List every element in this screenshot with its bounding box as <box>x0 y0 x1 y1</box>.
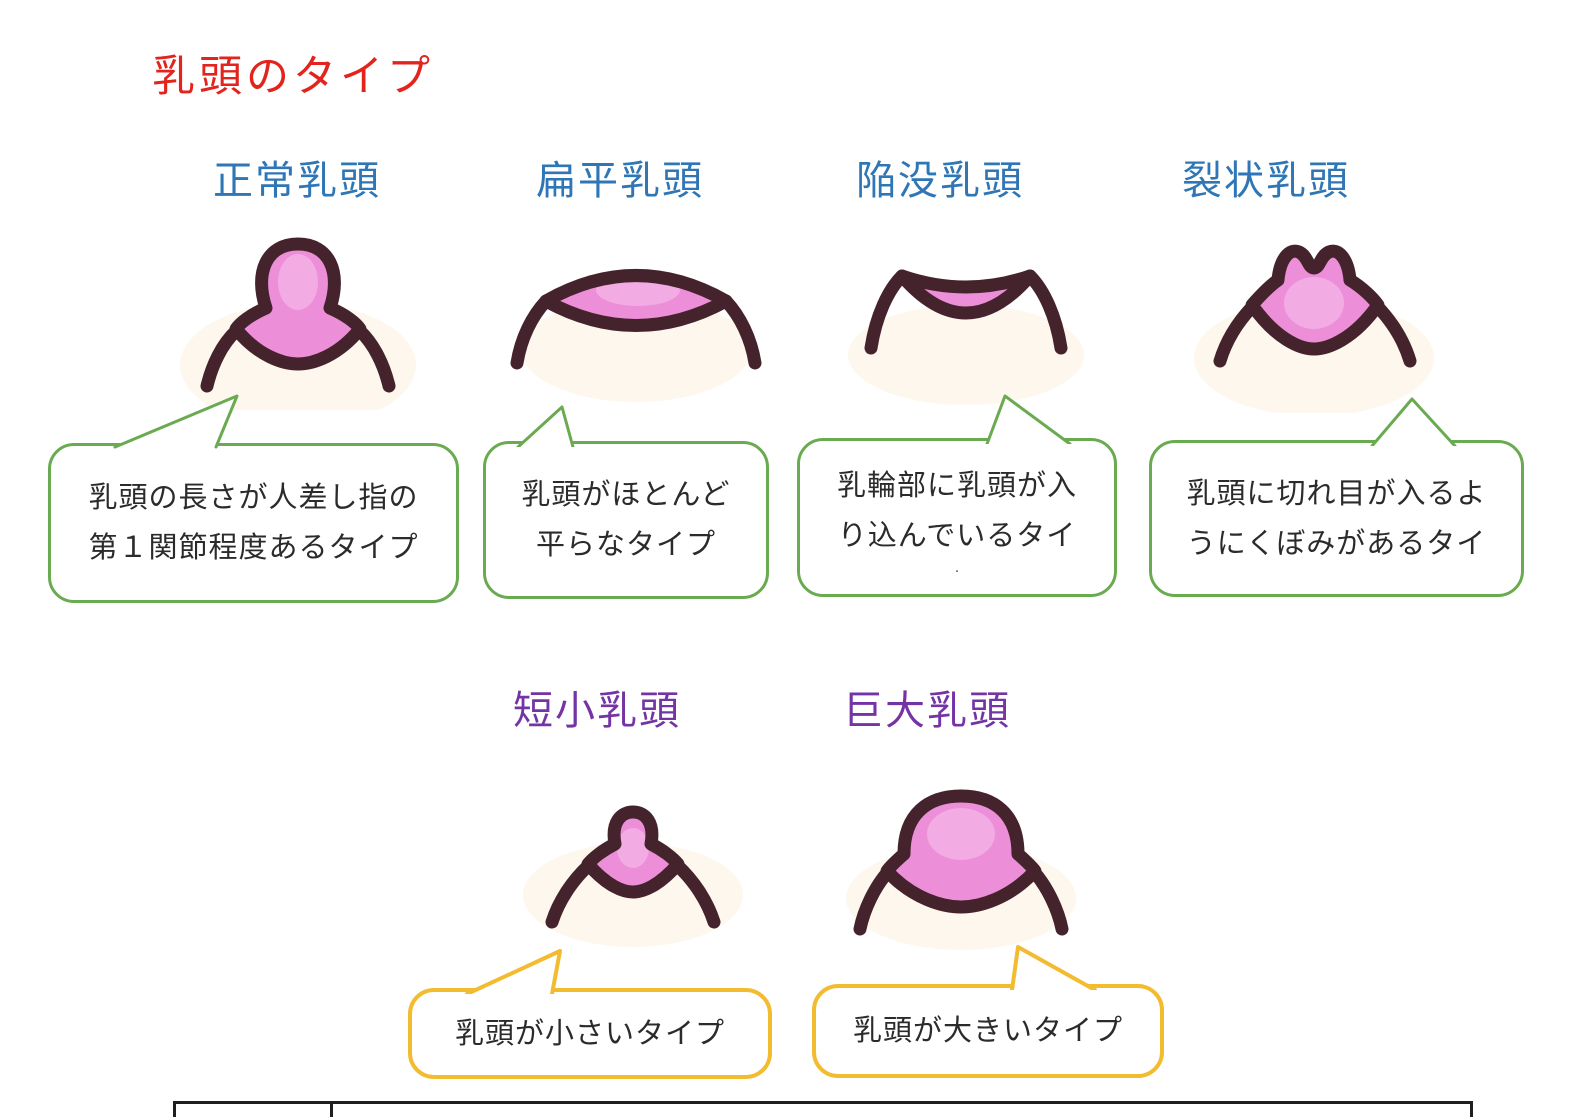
description-bubble-small: 乳頭が小さいタイプ <box>408 988 772 1079</box>
bubble-tail-giant <box>1010 945 1097 990</box>
type-label-giant: 巨大乳頭 <box>843 689 1011 733</box>
flat-nipple-drawing <box>510 269 762 402</box>
table-column-divider <box>330 1101 333 1117</box>
table-left-border <box>173 1101 176 1117</box>
bubble-tail-inverted <box>985 394 1072 444</box>
table-top-border <box>173 1101 1473 1104</box>
type-label-flat: 扁平乳頭 <box>536 159 704 203</box>
type-label-fissured: 裂状乳頭 <box>1182 159 1350 203</box>
giant-nipple-drawing <box>846 789 1076 950</box>
bubble-text-line: 乳輪部に乳頭が入 <box>836 469 1077 502</box>
bubble-text-line: 平らなタイプ <box>535 529 716 561</box>
flat-nipple-illustration <box>488 238 783 406</box>
table-right-border <box>1470 1101 1473 1117</box>
bubble-tail-normal <box>113 394 239 449</box>
bubble-text-line: 乳頭に切れ目が入るよ <box>1186 477 1487 510</box>
inverted-nipple-drawing <box>848 269 1084 405</box>
description-bubble-fissured: 乳頭に切れ目が入るよ うにくぼみがあるタイ <box>1149 440 1524 597</box>
bubble-text-line: 第１関節程度あるタイプ <box>88 532 419 564</box>
small-nipple-illustration <box>493 770 773 950</box>
bubble-tail-fissured <box>1370 397 1457 446</box>
description-bubble-flat: 乳頭がほとんど 平らなタイプ <box>483 441 769 599</box>
bubble-text-line: 乳頭がほとんど <box>521 479 731 511</box>
bubble-text-line: 乳頭の長さが人差し指の <box>88 482 419 514</box>
description-bubble-inverted: 乳輪部に乳頭が入 り込んでいるタイ . <box>797 438 1117 597</box>
inverted-nipple-illustration <box>818 230 1113 408</box>
normal-nipple-drawing <box>180 237 416 410</box>
small-nipple-drawing <box>523 805 743 947</box>
bubble-text-note: . <box>954 558 960 576</box>
bubble-text-line: うにくぼみがあるタイ <box>1186 527 1487 560</box>
giant-nipple-illustration <box>816 766 1106 951</box>
fissured-nipple-drawing <box>1194 244 1434 413</box>
bubble-text-line: 乳頭が大きいタイプ <box>852 1015 1123 1047</box>
description-bubble-normal: 乳頭の長さが人差し指の 第１関節程度あるタイプ <box>48 443 459 603</box>
normal-nipple-illustration <box>150 210 445 410</box>
bubble-tail-small <box>465 949 562 994</box>
page-title: 乳頭のタイプ <box>152 53 434 101</box>
type-label-normal: 正常乳頭 <box>213 159 381 203</box>
type-label-inverted: 陥没乳頭 <box>856 159 1024 203</box>
bubble-text-line: 乳頭が小さいタイプ <box>454 1017 725 1050</box>
description-bubble-giant: 乳頭が大きいタイプ <box>812 984 1164 1078</box>
type-label-small: 短小乳頭 <box>513 689 681 733</box>
bubble-text-line: り込んでいるタイ <box>837 519 1077 552</box>
fissured-nipple-illustration <box>1162 208 1467 413</box>
bubble-tail-flat <box>516 405 575 447</box>
